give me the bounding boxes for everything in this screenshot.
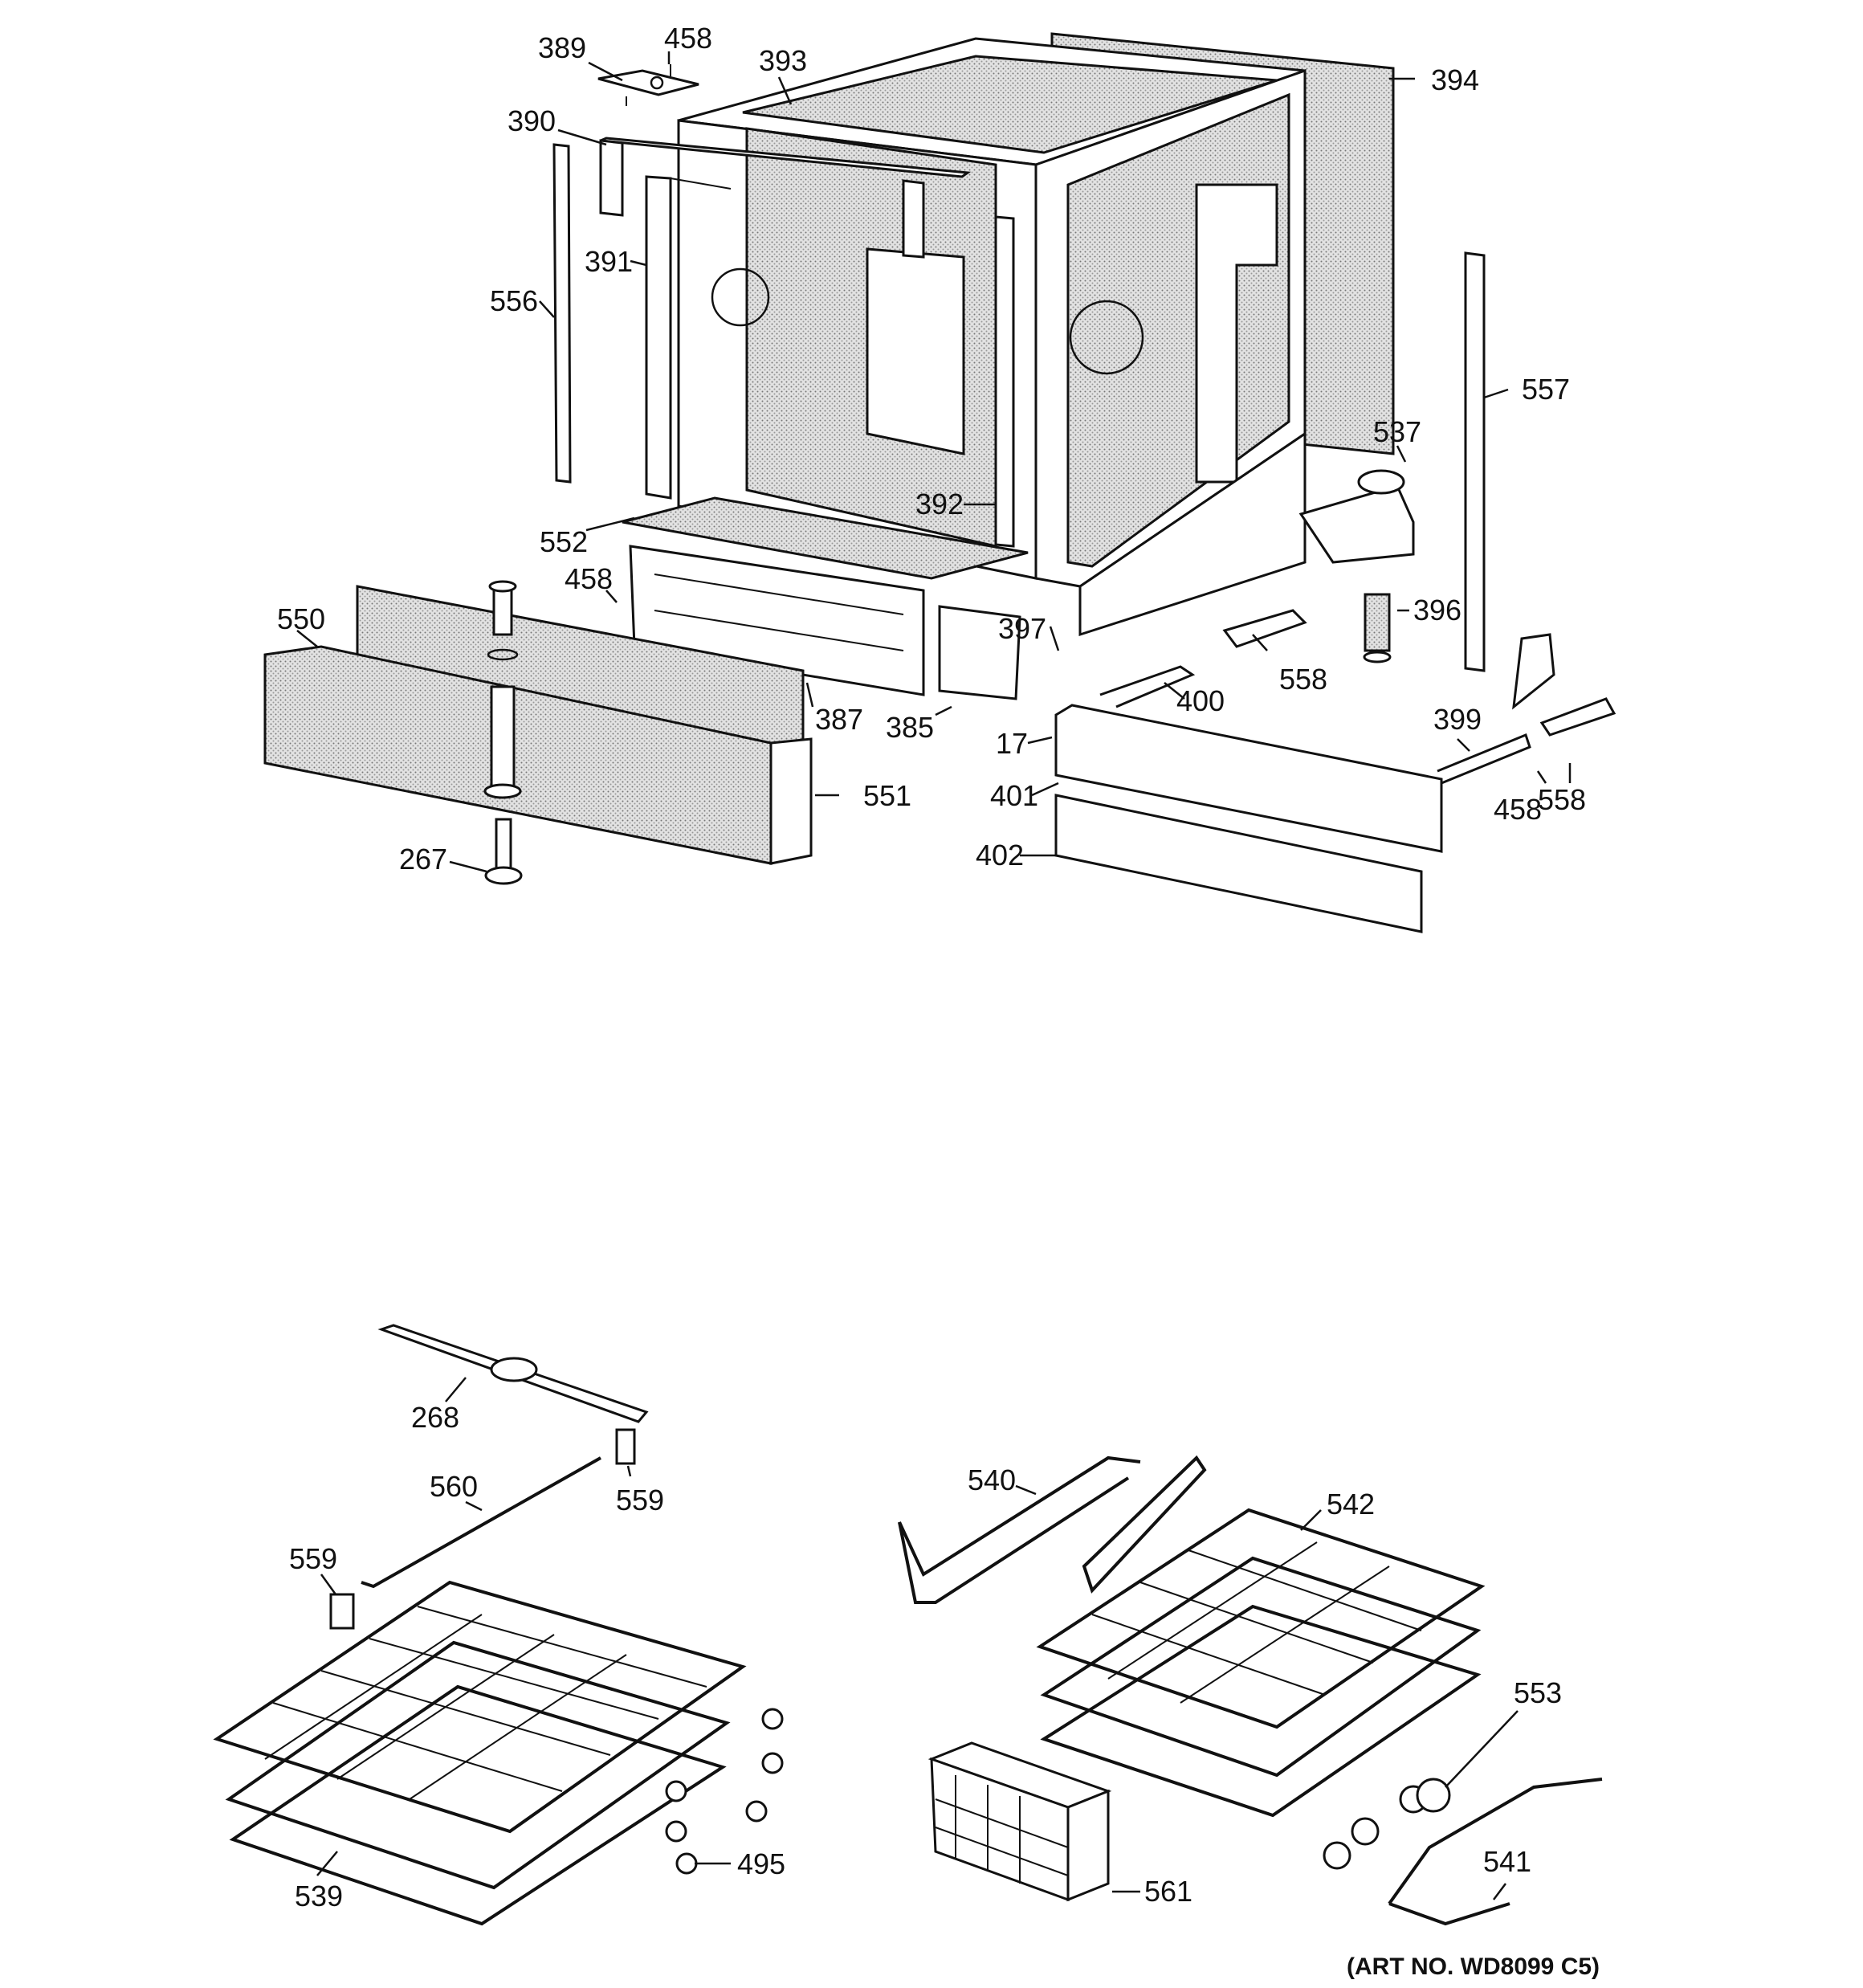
label-556: 556 — [490, 284, 538, 317]
label-539: 539 — [295, 1880, 343, 1912]
floor-insulation — [622, 496, 1029, 580]
lower-rack-rail — [1388, 1778, 1603, 1926]
label-557: 557 — [1522, 373, 1570, 406]
art-number: (ART NO. WD8099 C5) — [1347, 1953, 1600, 1980]
label-390: 390 — [508, 104, 556, 137]
label-542: 542 — [1327, 1488, 1375, 1521]
top-channel — [599, 137, 972, 259]
label-394: 394 — [1431, 63, 1479, 96]
label-561: 561 — [1144, 1875, 1192, 1908]
label-550: 550 — [277, 602, 325, 635]
label-385: 385 — [886, 711, 934, 744]
label-559: 559 — [616, 1484, 664, 1517]
label-387: 387 — [815, 703, 863, 736]
label-268: 268 — [411, 1401, 459, 1434]
label-267: 267 — [399, 843, 447, 876]
rack-clip-right — [615, 1428, 636, 1465]
label-392: 392 — [915, 488, 964, 520]
label-401: 401 — [990, 779, 1038, 812]
part-labels: 389 458 393 394 390 391 556 557 537 392 … — [277, 22, 1600, 1980]
label-537: 537 — [1373, 415, 1421, 448]
label-558-b: 558 — [1538, 783, 1586, 816]
silverware-basket — [927, 1741, 1112, 1902]
label-400: 400 — [1176, 684, 1225, 717]
label-541: 541 — [1483, 1845, 1531, 1878]
leveling-bracket-left — [1222, 609, 1307, 648]
label-540: 540 — [968, 1463, 1016, 1496]
label-558: 558 — [1279, 663, 1327, 696]
toe-kick-rail-left — [1099, 665, 1196, 708]
leveling-bracket-right — [1512, 633, 1616, 737]
water-tower — [483, 580, 523, 885]
label-458: 458 — [664, 22, 712, 55]
label-402: 402 — [976, 839, 1024, 872]
side-bracket — [938, 605, 1021, 700]
spray-arm — [377, 1324, 649, 1423]
label-17: 17 — [996, 727, 1028, 760]
label-397: 397 — [998, 612, 1046, 645]
label-551: 551 — [863, 779, 911, 812]
dishwasher-tub — [677, 37, 1307, 637]
label-393: 393 — [759, 44, 807, 77]
label-553: 553 — [1514, 1676, 1562, 1709]
label-458-b: 458 — [565, 562, 613, 595]
rack-clip-left — [329, 1593, 355, 1630]
leader-lines — [296, 51, 1572, 1900]
left-side-rail — [645, 175, 732, 500]
label-389: 389 — [538, 31, 586, 64]
feed-tube — [361, 1456, 601, 1589]
label-560: 560 — [430, 1470, 478, 1503]
label-396: 396 — [1413, 594, 1461, 627]
toe-kick-rail-right — [1437, 733, 1531, 785]
right-side-rail — [994, 215, 1015, 548]
rack-rollers — [665, 1708, 784, 1875]
lower-rack — [1036, 1455, 1486, 1870]
insulation-blocks — [263, 585, 813, 865]
lower-rack-wheel — [1416, 1778, 1451, 1813]
left-trim-strip — [552, 143, 572, 484]
access-panel — [1054, 704, 1443, 853]
upper-rack — [213, 1580, 747, 1926]
label-399: 399 — [1433, 703, 1482, 736]
label-458-c: 458 — [1494, 793, 1542, 826]
rack-rail — [898, 1455, 1141, 1604]
label-495: 495 — [737, 1847, 785, 1880]
right-trim-strip — [1464, 251, 1486, 672]
leveling-leg-assembly — [1298, 469, 1415, 663]
label-391: 391 — [585, 245, 633, 278]
label-552: 552 — [540, 525, 588, 558]
top-bracket — [597, 64, 699, 106]
toe-kick — [1054, 794, 1423, 933]
label-559-b: 559 — [289, 1542, 337, 1575]
